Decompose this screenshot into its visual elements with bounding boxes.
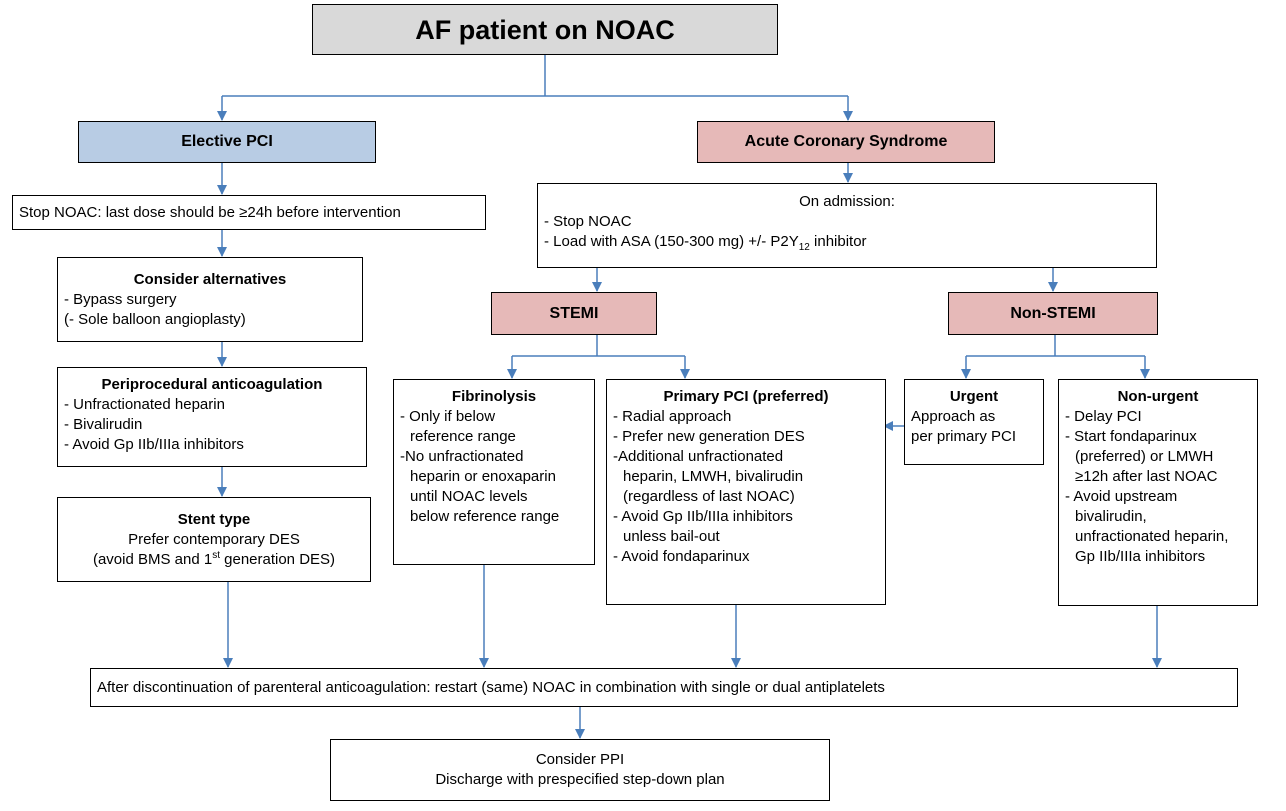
fibrinolysis-node: Fibrinolysis - Only if below reference r… (393, 379, 595, 565)
non-urgent-line: (preferred) or LMWH (1075, 448, 1214, 465)
urgent-line: Approach as (911, 408, 996, 425)
fibrinolysis-line: - Only if below (400, 408, 496, 425)
elective-pci-node: Elective PCI (78, 121, 376, 163)
non-urgent-line: unfractionated heparin, (1075, 528, 1229, 545)
non-urgent-title: Non-urgent (1117, 388, 1199, 405)
non-urgent-line: Gp IIb/IIIa inhibitors (1075, 548, 1206, 565)
stop-noac-node: Stop NOAC: last dose should be ≥24h befo… (12, 195, 486, 230)
periprocedural-line: - Unfractionated heparin (64, 396, 225, 413)
final-line1: Consider PPI (535, 751, 625, 768)
acs-node: Acute Coronary Syndrome (697, 121, 995, 163)
primary-pci-line: - Avoid fondaparinux (613, 548, 750, 565)
primary-pci-title: Primary PCI (preferred) (663, 388, 829, 405)
primary-pci-line: - Prefer new generation DES (613, 428, 805, 445)
periprocedural-title: Periprocedural anticoagulation (101, 376, 323, 393)
stent-type-line2-pre: (avoid BMS and 1 (92, 551, 213, 568)
stemi-node: STEMI (491, 292, 657, 335)
stent-type-title: Stent type (177, 511, 251, 528)
primary-pci-line: heparin, LMWH, bivalirudin (623, 468, 804, 485)
stent-type-node: Stent type Prefer contemporary DES (avoi… (57, 497, 371, 582)
on-admission-line2-pre: - Load with ASA (150-300 mg) +/- P2Y (544, 233, 799, 250)
root-node: AF patient on NOAC (312, 4, 778, 55)
primary-pci-node: Primary PCI (preferred) - Radial approac… (606, 379, 886, 605)
alternatives-title: Consider alternatives (133, 271, 287, 288)
final-node: Consider PPI Discharge with prespecified… (330, 739, 830, 801)
primary-pci-line: (regardless of last NOAC) (623, 488, 795, 505)
stent-type-line2-sup: st (212, 550, 220, 561)
alternatives-line: (- Sole balloon angioplasty) (64, 311, 246, 328)
non-stemi-label: Non-STEMI (1010, 304, 1096, 322)
on-admission-title: On admission: (799, 193, 895, 210)
on-admission-node: On admission: - Stop NOAC - Load with AS… (537, 183, 1157, 268)
stent-type-line2-post: generation DES) (219, 551, 336, 568)
urgent-node: Urgent Approach as per primary PCI (904, 379, 1044, 465)
non-urgent-line: - Delay PCI (1065, 408, 1142, 425)
root-title: AF patient on NOAC (415, 14, 675, 45)
stent-type-line1: Prefer contemporary DES (128, 531, 300, 548)
final-line2: Discharge with prespecified step-down pl… (435, 771, 725, 788)
fibrinolysis-line: heparin or enoxaparin (410, 468, 556, 485)
primary-pci-line: -Additional unfractionated (613, 448, 784, 465)
fibrinolysis-line: below reference range (410, 508, 560, 525)
alternatives-line: - Bypass surgery (64, 291, 177, 308)
non-stemi-node: Non-STEMI (948, 292, 1158, 335)
non-urgent-line: bivalirudin, (1075, 508, 1147, 525)
alternatives-node: Consider alternatives - Bypass surgery (… (57, 257, 363, 342)
primary-pci-line: - Radial approach (613, 408, 732, 425)
periprocedural-line: - Avoid Gp IIb/IIIa inhibitors (64, 436, 244, 453)
non-urgent-node: Non-urgent - Delay PCI - Start fondapari… (1058, 379, 1258, 606)
primary-pci-line: - Avoid Gp IIb/IIIa inhibitors (613, 508, 793, 525)
fibrinolysis-line: reference range (410, 428, 516, 445)
stent-type-line2: (avoid BMS and 1st generation DES) (64, 550, 364, 570)
fibrinolysis-line: -No unfractionated (400, 448, 524, 465)
urgent-title: Urgent (949, 388, 999, 405)
non-urgent-line: - Start fondaparinux (1065, 428, 1197, 445)
on-admission-line2: - Load with ASA (150-300 mg) +/- P2Y12 i… (544, 232, 1150, 253)
elective-pci-label: Elective PCI (181, 133, 273, 150)
after-discontinuation-node: After discontinuation of parenteral anti… (90, 668, 1238, 707)
on-admission-line2-sub: 12 (798, 242, 810, 253)
on-admission-line2-post: inhibitor (809, 233, 867, 250)
stemi-label: STEMI (549, 304, 599, 322)
primary-pci-line: unless bail-out (623, 528, 720, 545)
acs-label: Acute Coronary Syndrome (744, 133, 948, 150)
urgent-line: per primary PCI (911, 428, 1017, 445)
fibrinolysis-line: until NOAC levels (410, 488, 528, 505)
fibrinolysis-title: Fibrinolysis (451, 388, 537, 405)
non-urgent-line: - Avoid upstream (1065, 488, 1178, 505)
periprocedural-line: - Bivalirudin (64, 416, 143, 433)
periprocedural-node: Periprocedural anticoagulation - Unfract… (57, 367, 367, 467)
after-discontinuation-text: After discontinuation of parenteral anti… (97, 678, 885, 696)
stop-noac-text: Stop NOAC: last dose should be ≥24h befo… (19, 203, 401, 221)
on-admission-line1: - Stop NOAC (544, 213, 632, 230)
non-urgent-line: ≥12h after last NOAC (1075, 468, 1218, 485)
